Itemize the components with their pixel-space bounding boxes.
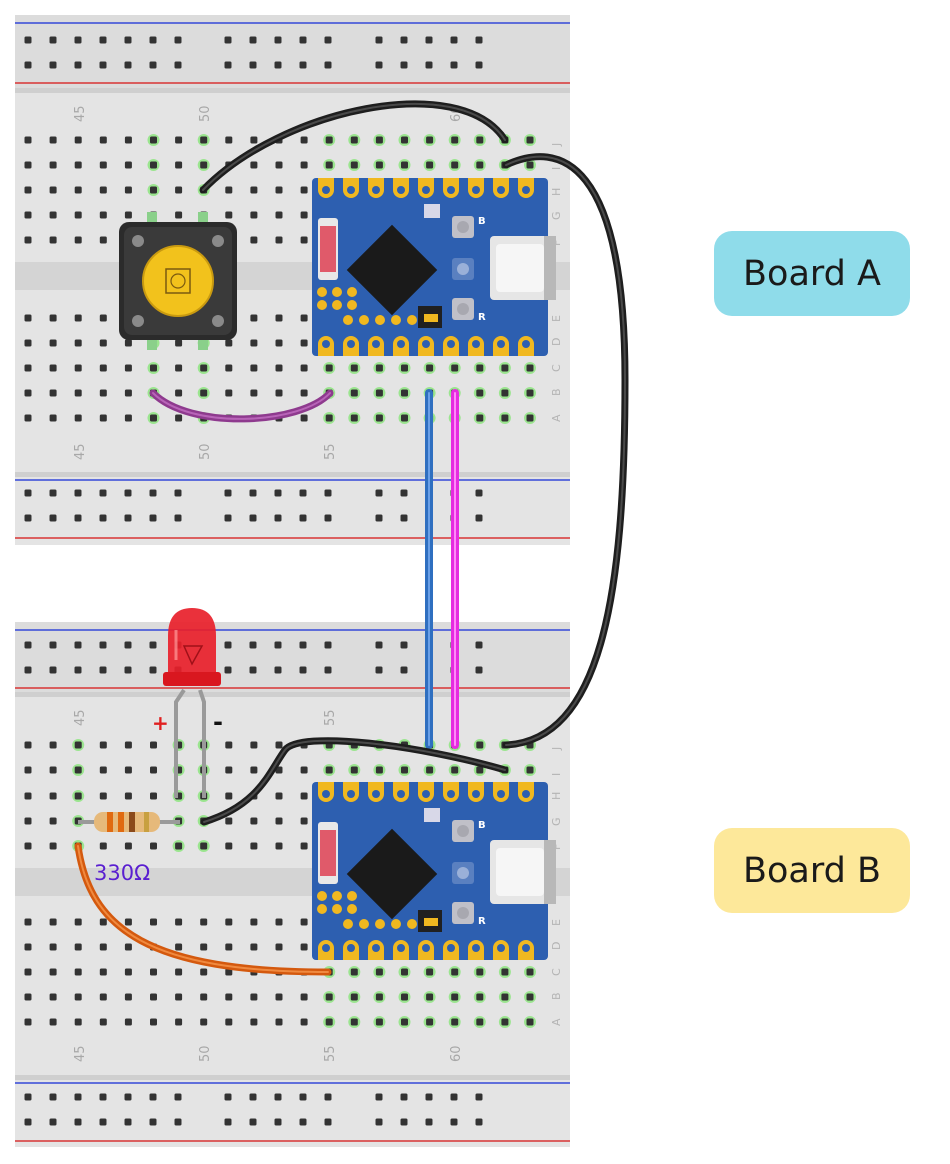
- row-letter: B: [550, 992, 563, 1000]
- mcu-button-label: R: [478, 916, 486, 927]
- row-letter: F: [550, 240, 563, 246]
- resistor-value-label: 330Ω: [94, 861, 150, 885]
- column-number: 45: [73, 443, 88, 460]
- wire-black-a-top: [199, 100, 509, 194]
- mcu-button-label: R: [478, 312, 486, 323]
- row-letter: I: [550, 773, 563, 776]
- row-letter: C: [550, 364, 563, 372]
- row-letter: E: [550, 919, 563, 926]
- led-icon: + -: [152, 608, 223, 798]
- column-number: 55: [323, 1045, 338, 1062]
- mcu-button-label: B: [478, 216, 486, 227]
- row-letter: A: [550, 1018, 563, 1026]
- column-number: 55: [323, 443, 338, 460]
- column-number: 45: [73, 709, 88, 726]
- board-a-label: Board A: [714, 231, 910, 316]
- row-letter: B: [550, 388, 563, 396]
- mcu-button-label: B: [478, 820, 486, 831]
- column-number: 50: [198, 105, 213, 122]
- row-letter: G: [550, 817, 563, 826]
- row-letter: H: [550, 792, 563, 800]
- row-letter: I: [550, 167, 563, 170]
- wire-black-a-to-b: [502, 153, 629, 749]
- column-number: 45: [73, 1045, 88, 1062]
- column-number: 45: [73, 105, 88, 122]
- row-letter: G: [550, 211, 563, 220]
- column-number: 60: [449, 1045, 464, 1062]
- microcontroller-board-b: BR: [312, 782, 556, 960]
- row-letter: J: [550, 747, 563, 751]
- microcontroller-board-a: BR: [312, 178, 556, 356]
- row-letter: A: [550, 414, 563, 422]
- wire-purple: [149, 389, 334, 423]
- column-number: 50: [198, 1045, 213, 1062]
- wires: [74, 100, 629, 976]
- board-b-label: Board B: [714, 828, 910, 913]
- push-button-icon: [119, 212, 237, 350]
- wire-black-b: [200, 737, 509, 826]
- row-letter: C: [550, 968, 563, 976]
- column-number: 50: [198, 443, 213, 460]
- led-minus-label: -: [213, 708, 223, 736]
- column-number: 55: [323, 709, 338, 726]
- row-letter: E: [550, 315, 563, 322]
- row-letter: H: [550, 188, 563, 196]
- row-letter: D: [550, 942, 563, 950]
- row-letter: D: [550, 338, 563, 346]
- wire-orange: [74, 842, 332, 976]
- row-letter: J: [550, 143, 563, 147]
- row-letter: F: [550, 844, 563, 850]
- resistor-icon: 330Ω: [78, 812, 180, 885]
- led-plus-label: +: [152, 711, 169, 735]
